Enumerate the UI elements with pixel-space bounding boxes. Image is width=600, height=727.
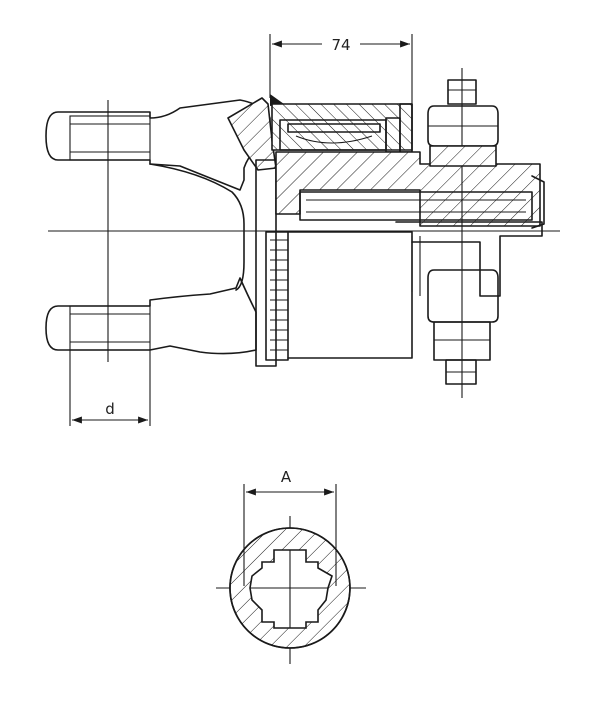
spline-width-dimension-label: A [281, 468, 292, 486]
yoke-width-dimension: d [69, 350, 151, 426]
lower-bearing-cap [69, 305, 151, 351]
upper-bolt-lug [429, 145, 497, 167]
spring-pack [287, 123, 381, 133]
side-view: 74 d [45, 34, 560, 426]
length-dimension: 74 [269, 34, 413, 104]
spline-width-dimension: A [243, 468, 337, 586]
collar-tip [270, 94, 284, 106]
clamp-bracket [395, 221, 543, 297]
length-dimension-label: 74 [331, 36, 350, 54]
housing-lower-body [287, 231, 413, 359]
toothed-ring-teeth [270, 239, 288, 351]
flange-plate [255, 159, 277, 367]
lower-nut [427, 269, 499, 323]
shaft-hub-section [275, 151, 541, 227]
yoke-width-dimension-label: d [105, 400, 115, 418]
lower-nut-flange [433, 321, 491, 361]
shaft-end [531, 175, 545, 229]
spline-section-view: A [216, 468, 366, 664]
bolt-top-thread [447, 79, 477, 105]
hub-outer-circle [229, 527, 351, 649]
yoke-body [149, 163, 245, 291]
shaft-bore [299, 191, 533, 221]
collar-upper-section [227, 97, 277, 171]
yoke-lower-ear [45, 277, 257, 355]
yoke-upper-ear [45, 99, 271, 191]
upper-bearing-cap [69, 115, 151, 161]
toothed-ring [265, 231, 289, 361]
